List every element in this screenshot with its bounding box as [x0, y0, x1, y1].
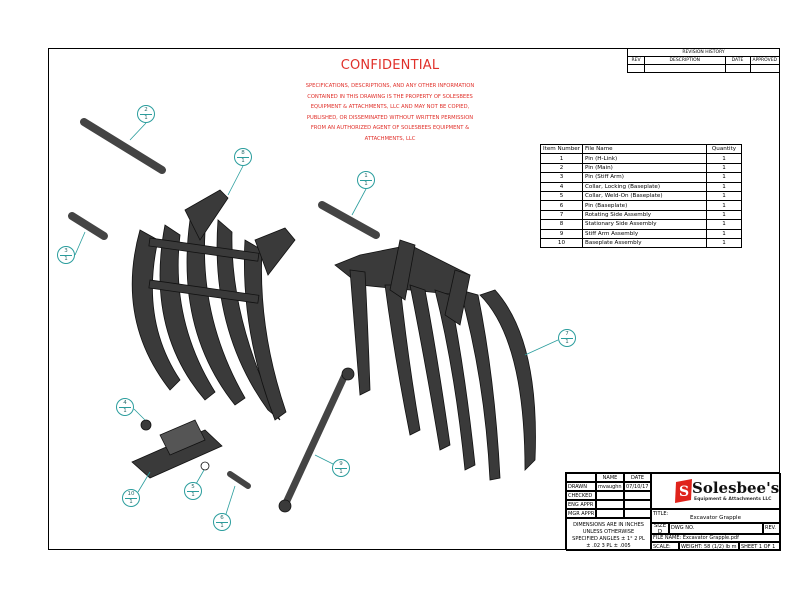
balloon-quantity: 1	[64, 256, 68, 262]
weight: WEIGHT: 58 (1/2) lb m	[679, 542, 739, 551]
pin-stiff-arm-part	[68, 212, 108, 240]
company-subtitle: Equipment & Attachments LLC	[694, 497, 772, 502]
file-name: FILE NAME: Excavator Grapple.pdf	[651, 534, 781, 542]
size-value: D	[657, 528, 663, 535]
title-label: TITLE:	[653, 511, 669, 517]
pin-main-part	[80, 118, 166, 174]
date-header: DATE	[624, 473, 651, 482]
sheet-number: SHEET 1 OF 1	[739, 542, 781, 551]
mgr-appr-label: MGR APPR	[566, 509, 596, 518]
balloon-quantity: 1	[241, 158, 245, 164]
confidential-title: CONFIDENTIAL	[340, 58, 440, 73]
rotating-side-assembly-part	[334, 239, 536, 481]
scale-label: SCALE:	[651, 542, 679, 551]
revision-history-table: REVISION HISTORY REV DESCRIPTION DATE AP…	[627, 48, 781, 73]
balloon-item-number: 2	[144, 107, 148, 113]
baseplate-assembly-part	[131, 419, 223, 479]
drawn-name: mvaughn	[596, 482, 624, 491]
confidential-notice: CONFIDENTIAL SPECIFICATIONS, DESCRIPTION…	[300, 58, 480, 144]
balloon-item-number: 10	[127, 491, 135, 497]
title-block: NAME DATE DRAWN mvaughn 07/10/17 CHECKED…	[565, 472, 781, 551]
balloon-item-number: 1	[364, 173, 368, 179]
stationary-side-assembly-part	[131, 189, 296, 421]
stiff-arm-assembly-part	[278, 367, 355, 513]
balloon-quantity: 1	[339, 469, 343, 475]
bom-quantity: 1	[706, 237, 742, 249]
balloon-quantity: 1	[191, 492, 195, 498]
balloon-quantity: 1	[565, 339, 569, 345]
balloon-quantity: 1	[220, 523, 224, 529]
eng-appr-label: ENG APPR	[566, 500, 596, 509]
drawn-date: 07/10/17	[624, 482, 651, 491]
company-logo: S Solesbee's Equipment & Attachments LLC	[672, 476, 780, 506]
confidential-text: SPECIFICATIONS, DESCRIPTIONS, AND ANY OT…	[305, 83, 475, 142]
balloon-item-number: 3	[64, 248, 68, 254]
balloon-quantity: 1	[144, 115, 148, 121]
balloon-item-number: 6	[220, 515, 224, 521]
checked-label: CHECKED	[566, 491, 596, 500]
collar-locking-part	[140, 419, 152, 431]
svg-text:S: S	[679, 484, 689, 500]
balloon-quantity: 1	[129, 499, 133, 505]
drawn-label: DRAWN	[566, 482, 596, 491]
company-name: Solesbee's	[692, 479, 780, 497]
title-cell: TITLE: Excavator Grapple	[651, 509, 781, 523]
balloon-quantity: 1	[364, 181, 368, 187]
bom-file-name: Baseplate Assembly	[581, 237, 708, 249]
size-label: SIZE	[653, 523, 667, 529]
balloon-item-number: 7	[565, 331, 569, 337]
leader-lines	[74, 122, 559, 515]
balloon-quantity: 1	[123, 408, 127, 414]
rev-label: REV.	[763, 523, 781, 534]
balloon-item-number: 9	[339, 461, 343, 467]
balloon-item-number: 4	[123, 400, 127, 406]
drawing-title: Excavator Grapple	[690, 515, 741, 521]
logo-s-icon: S	[675, 479, 692, 503]
balloon-item-number: 5	[191, 484, 195, 490]
collar-weld-on-part	[200, 461, 210, 471]
drawing-border	[48, 48, 780, 550]
dimensions-note: DIMENSIONS ARE IN INCHES UNLESS OTHERWIS…	[566, 518, 651, 551]
pin-h-link-part	[318, 201, 380, 239]
name-header: NAME	[596, 473, 624, 482]
pin-baseplate-part	[227, 471, 251, 489]
balloon-item-number: 8	[241, 150, 245, 156]
dwg-no-label: DWG NO.	[669, 523, 763, 534]
